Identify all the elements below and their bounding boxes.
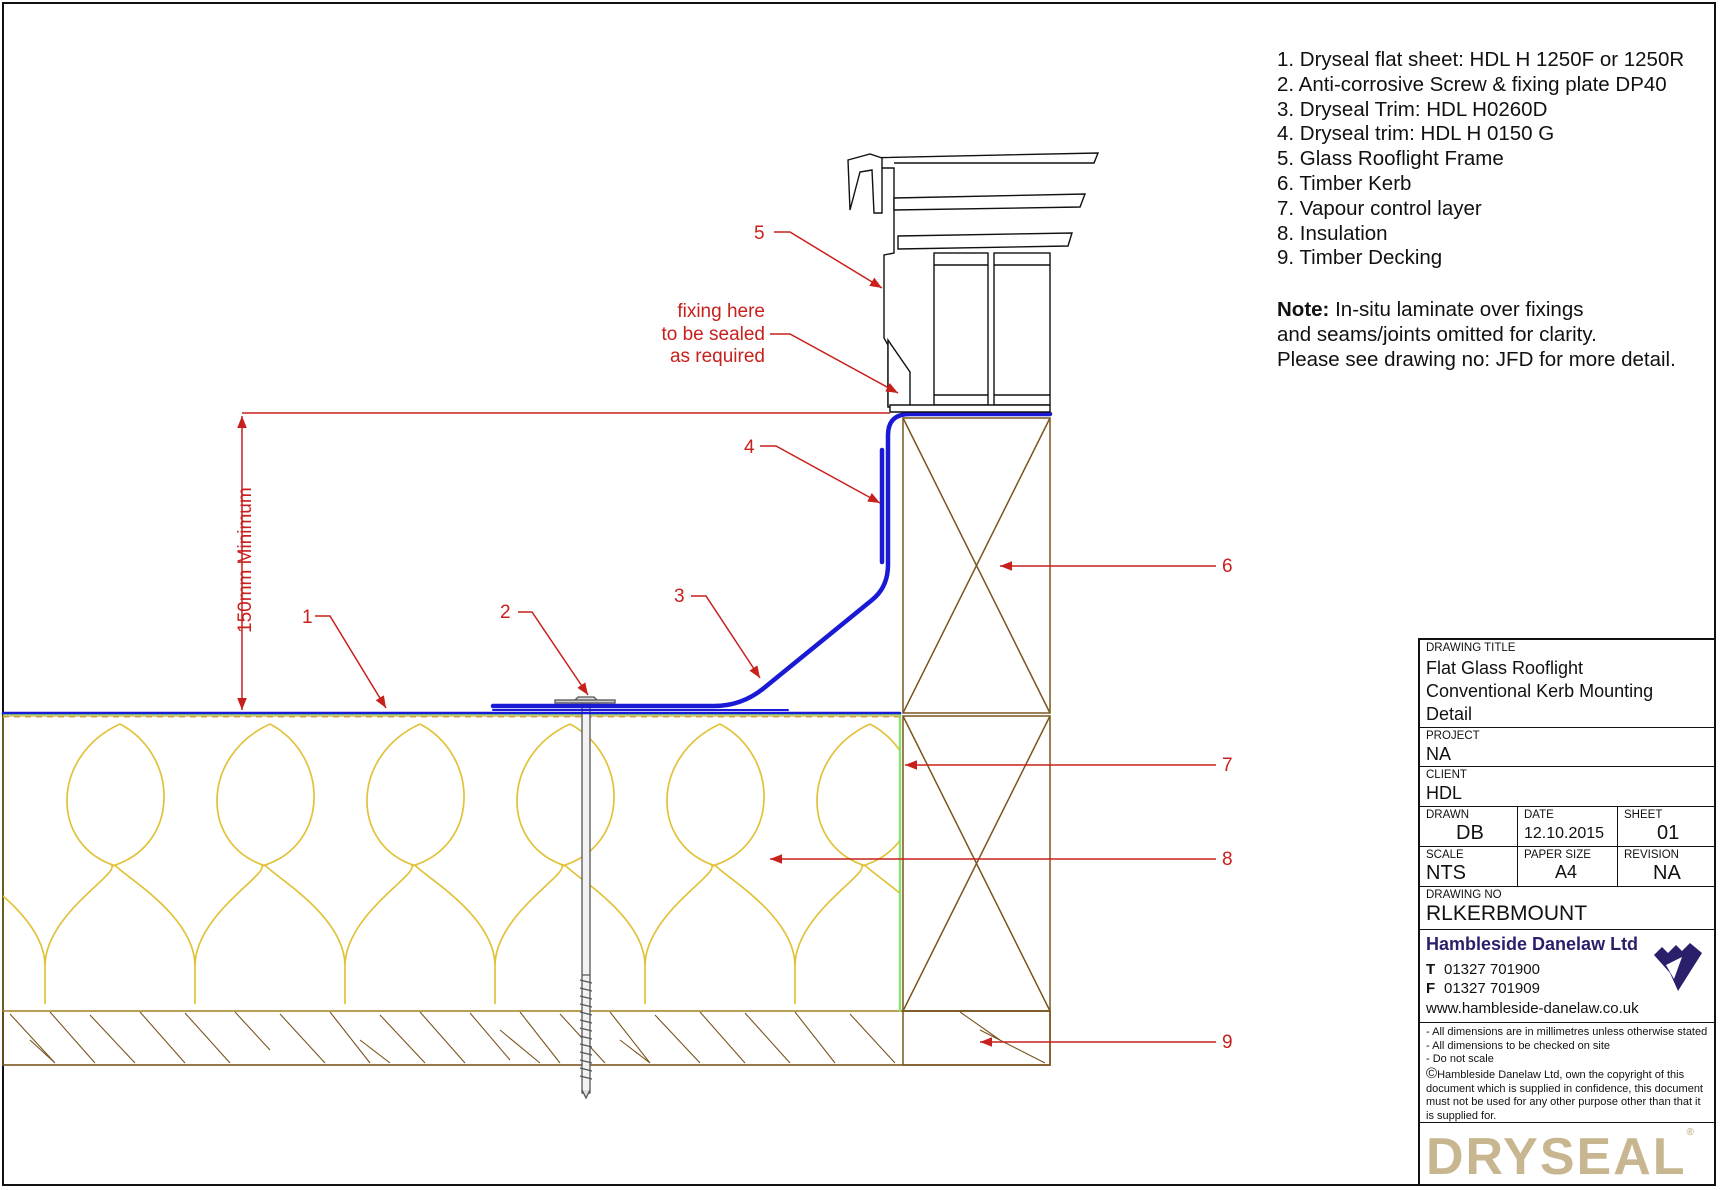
- callout-8: 8: [1222, 849, 1233, 870]
- fixing-note-line-1: fixing here: [677, 301, 765, 322]
- paper-size-label: PAPER SIZE: [1524, 849, 1591, 861]
- note-item: - Do not scale: [1426, 1053, 1494, 1065]
- callout-5: 5: [754, 223, 765, 244]
- legend-item: 2. Anti-corrosive Screw & fixing plate D…: [1277, 72, 1667, 96]
- callout-7: 7: [1222, 755, 1233, 776]
- drawing-no-label: DRAWING NO: [1426, 889, 1502, 901]
- copyright-notice: ©Hambleside Danelaw Ltd, own the copyrig…: [1426, 1065, 1711, 1123]
- date-value: 12.10.2015: [1524, 825, 1605, 842]
- fixing-note-line-3: as required: [670, 346, 765, 367]
- callout-3: 3: [674, 586, 685, 607]
- title-block: DRAWING TITLE Flat Glass Rooflight Conve…: [1418, 638, 1716, 1187]
- client-value: HDL: [1426, 783, 1463, 803]
- timber-kerb: [902, 417, 1051, 1066]
- note-line-3: Please see drawing no: JFD for more deta…: [1277, 348, 1676, 371]
- legend-item: 3. Dryseal Trim: HDL H0260D: [1277, 97, 1548, 121]
- dryseal-membrane: [1, 411, 1053, 715]
- note-item: - All dimensions are in millimetres unle…: [1426, 1026, 1708, 1038]
- note-label: Note:: [1277, 298, 1330, 321]
- insulation-fibre-loop: [216, 723, 465, 1005]
- drawing-no-value: RLKERBMOUNT: [1426, 902, 1588, 925]
- callout-6: 6: [1222, 556, 1233, 577]
- dimension-150mm: [237, 412, 890, 710]
- scale-label: SCALE: [1426, 849, 1464, 861]
- legend-item: 4. Dryseal trim: HDL H 0150 G: [1277, 122, 1555, 146]
- note-line-1: In-situ laminate over fixings: [1335, 298, 1584, 321]
- project-value: NA: [1426, 744, 1452, 764]
- insulation-fibre-loop: [366, 723, 615, 1005]
- date-label: DATE: [1524, 809, 1554, 821]
- divider: [1420, 846, 1716, 847]
- telephone-label: T: [1426, 961, 1436, 978]
- note-line-2: and seams/joints omitted for clarity.: [1277, 323, 1597, 346]
- legend-item: 1. Dryseal flat sheet: HDL H 1250F or 12…: [1277, 48, 1685, 71]
- dryseal-logo: DRYSEAL®: [1426, 1127, 1694, 1187]
- drawing-title-line-2: Conventional Kerb Mounting: [1426, 681, 1654, 701]
- timber-decking: [2, 1010, 1051, 1066]
- insulation-fibre-loop: [3, 723, 165, 1005]
- fax: F 01327 701909: [1426, 980, 1540, 997]
- drawing-note: Note: In-situ laminate over fixings and …: [1277, 297, 1676, 372]
- project-label: PROJECT: [1426, 730, 1480, 742]
- callout-4: 4: [744, 437, 755, 458]
- brand-text: DRYSEAL: [1426, 1128, 1687, 1186]
- divider: [1420, 727, 1716, 728]
- copyright-icon: ©: [1426, 1065, 1438, 1082]
- revision-label: REVISION: [1624, 849, 1679, 861]
- company-name: Hambleside Danelaw Ltd: [1426, 934, 1639, 954]
- insulation-fibre-loop: [66, 723, 315, 1005]
- paper-size-value: A4: [1555, 862, 1578, 882]
- insulation-fibre-loop: [816, 723, 900, 895]
- divider: [1420, 1122, 1716, 1123]
- drawn-label: DRAWN: [1426, 809, 1470, 821]
- vapour-control-layer: [3, 712, 902, 1012]
- leader-lines: [315, 231, 1216, 1047]
- telephone-value: 01327 701900: [1444, 961, 1540, 978]
- drawn-value: DB: [1456, 822, 1484, 844]
- callout-9: 9: [1222, 1032, 1233, 1053]
- website-link[interactable]: www.hambleside-danelaw.co.uk: [1426, 1000, 1639, 1017]
- dimension-label: 150mm Minimum: [235, 487, 256, 633]
- sheet-label: SHEET: [1624, 809, 1663, 821]
- sheet-value: 01: [1657, 822, 1680, 844]
- insulation: [2, 715, 901, 1012]
- legend-item: 8. Insulation: [1277, 221, 1388, 245]
- drawing-title-line-1: Flat Glass Rooflight: [1426, 658, 1584, 678]
- divider: [1420, 929, 1716, 930]
- dimension-notes: - All dimensions are in millimetres unle…: [1426, 1026, 1711, 1067]
- scale-value: NTS: [1426, 862, 1466, 884]
- divider: [1420, 1022, 1716, 1023]
- component-legend: 1. Dryseal flat sheet: HDL H 1250F or 12…: [1277, 48, 1684, 271]
- fax-label: F: [1426, 980, 1436, 997]
- callout-1: 1: [302, 607, 313, 628]
- divider: [1420, 886, 1716, 887]
- divider: [1420, 806, 1716, 807]
- drawing-title-line-3: Detail: [1426, 704, 1473, 724]
- fixing-screw: [554, 696, 616, 1100]
- copyright-text: Hambleside Danelaw Ltd, own the copyrigh…: [1426, 1069, 1703, 1122]
- revision-value: NA: [1653, 862, 1681, 884]
- insulation-fibre-loop: [516, 723, 765, 1005]
- telephone: T 01327 701900: [1426, 961, 1540, 978]
- legend-item: 5. Glass Rooflight Frame: [1277, 147, 1504, 171]
- insulation-fibre-loop: [666, 723, 900, 1005]
- drawing-title-label: DRAWING TITLE: [1426, 642, 1516, 654]
- client-label: CLIENT: [1426, 769, 1467, 781]
- fax-value: 01327 701909: [1444, 980, 1540, 997]
- rooflight-frame: [847, 152, 1100, 413]
- note-item: - All dimensions to be checked on site: [1426, 1039, 1611, 1052]
- fixing-note-line-2: to be sealed: [661, 324, 765, 345]
- registered-mark: ®: [1686, 1127, 1694, 1138]
- callout-2: 2: [500, 602, 511, 623]
- legend-item: 9. Timber Decking: [1277, 246, 1443, 270]
- legend-item: 7. Vapour control layer: [1277, 196, 1482, 220]
- legend-item: 6. Timber Kerb: [1277, 171, 1412, 195]
- divider: [1420, 766, 1716, 767]
- company-logo-icon: [1654, 943, 1702, 991]
